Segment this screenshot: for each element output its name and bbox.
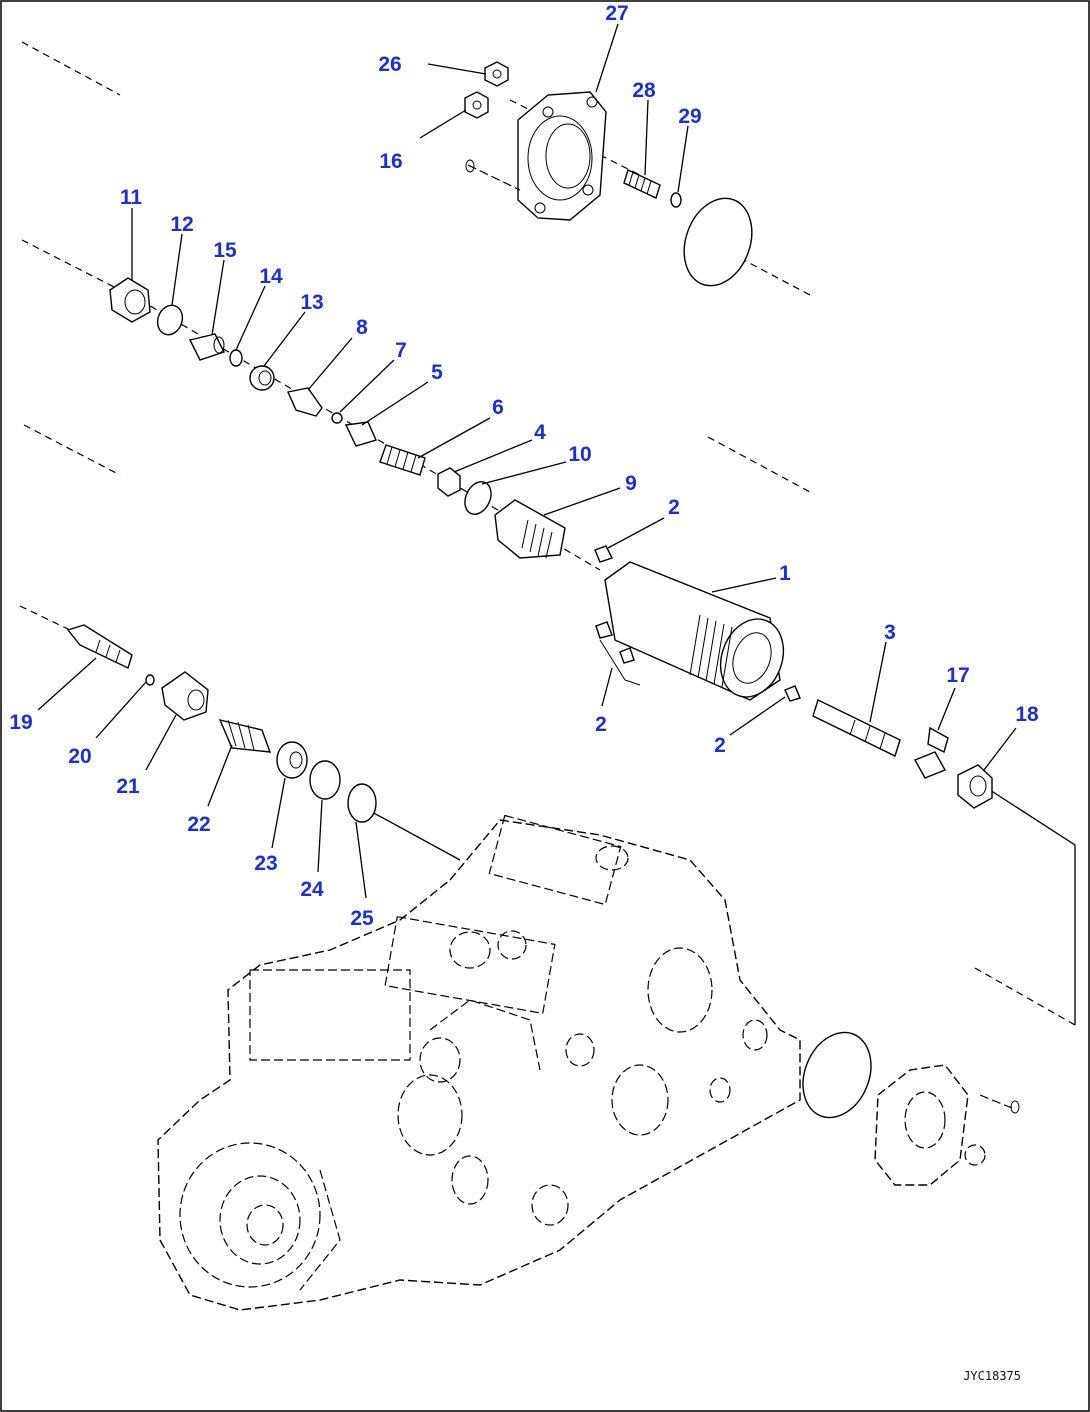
callout-27: 27 xyxy=(605,2,628,25)
ball-7 xyxy=(331,412,343,424)
piston-15 xyxy=(188,333,225,361)
callout-29: 29 xyxy=(678,105,701,128)
plug-18 xyxy=(957,764,993,809)
callout-21: 21 xyxy=(116,775,140,798)
callout-8: 8 xyxy=(356,316,368,339)
callout-7: 7 xyxy=(395,339,407,362)
plug-2-bottom xyxy=(784,685,801,702)
callout-4: 4 xyxy=(534,421,546,444)
callout-5: 5 xyxy=(431,361,443,384)
callout-14: 14 xyxy=(259,265,283,288)
callout-20: 20 xyxy=(68,745,91,768)
snap-ring-25 xyxy=(347,783,377,823)
spring-6 xyxy=(379,444,426,476)
callout-2-top: 2 xyxy=(668,496,680,519)
o-ring-10 xyxy=(464,481,492,515)
o-ring-20 xyxy=(145,674,155,686)
callout-1: 1 xyxy=(779,562,791,585)
drawing-code: JYC18375 xyxy=(963,1369,1021,1383)
callout-26: 26 xyxy=(378,53,401,76)
callout-24: 24 xyxy=(300,878,324,901)
callout-16: 16 xyxy=(379,150,402,173)
callout-3: 3 xyxy=(884,621,896,644)
nut-16 xyxy=(464,91,489,119)
callout-18: 18 xyxy=(1015,703,1039,726)
callout-15: 15 xyxy=(213,239,237,262)
callout-23: 23 xyxy=(254,852,277,875)
callout-2-bottom: 2 xyxy=(714,734,726,757)
callout-9: 9 xyxy=(625,472,637,495)
pump-body xyxy=(157,814,801,1311)
cover-27 xyxy=(517,91,607,221)
snap-ring-24 xyxy=(309,760,341,800)
plug-11 xyxy=(109,277,151,323)
plug-2-top xyxy=(594,545,613,563)
o-ring-14 xyxy=(229,349,243,367)
o-ring-large-top xyxy=(683,197,753,287)
nut-4 xyxy=(437,467,461,497)
spring-28 xyxy=(623,169,661,199)
callout-2-left: 2 xyxy=(595,713,607,736)
o-ring-large-bottom xyxy=(802,1031,872,1119)
spring-22 xyxy=(218,718,272,753)
sleeve-9 xyxy=(494,499,566,559)
cap-17 xyxy=(914,726,949,779)
cover-bottom xyxy=(874,1064,1020,1186)
callout-17: 17 xyxy=(946,664,969,687)
callout-6: 6 xyxy=(492,396,504,419)
spool-3 xyxy=(812,699,901,757)
leader-lines xyxy=(37,23,1017,899)
o-ring-29 xyxy=(670,192,682,208)
nut-26 xyxy=(484,61,509,87)
seat-23 xyxy=(276,741,308,779)
plug-13 xyxy=(249,365,275,391)
callout-labels: 27 26 16 28 29 11 12 15 14 13 8 7 5 6 4 … xyxy=(9,2,1039,930)
callout-28: 28 xyxy=(632,79,656,102)
seat-8 xyxy=(287,387,323,417)
o-ring-12 xyxy=(156,304,184,336)
valve-body-1 xyxy=(604,561,785,701)
callout-13: 13 xyxy=(300,291,323,314)
plug-2-left xyxy=(595,621,641,686)
poppet-5 xyxy=(344,421,377,447)
callout-12: 12 xyxy=(170,213,193,236)
callout-22: 22 xyxy=(187,813,210,836)
callout-25: 25 xyxy=(350,907,374,930)
bolt-19 xyxy=(66,624,133,669)
cover-21 xyxy=(161,671,209,721)
callout-19: 19 xyxy=(9,711,32,734)
callout-10: 10 xyxy=(568,443,591,466)
callout-11: 11 xyxy=(120,186,143,209)
stud-bolt xyxy=(465,159,521,191)
